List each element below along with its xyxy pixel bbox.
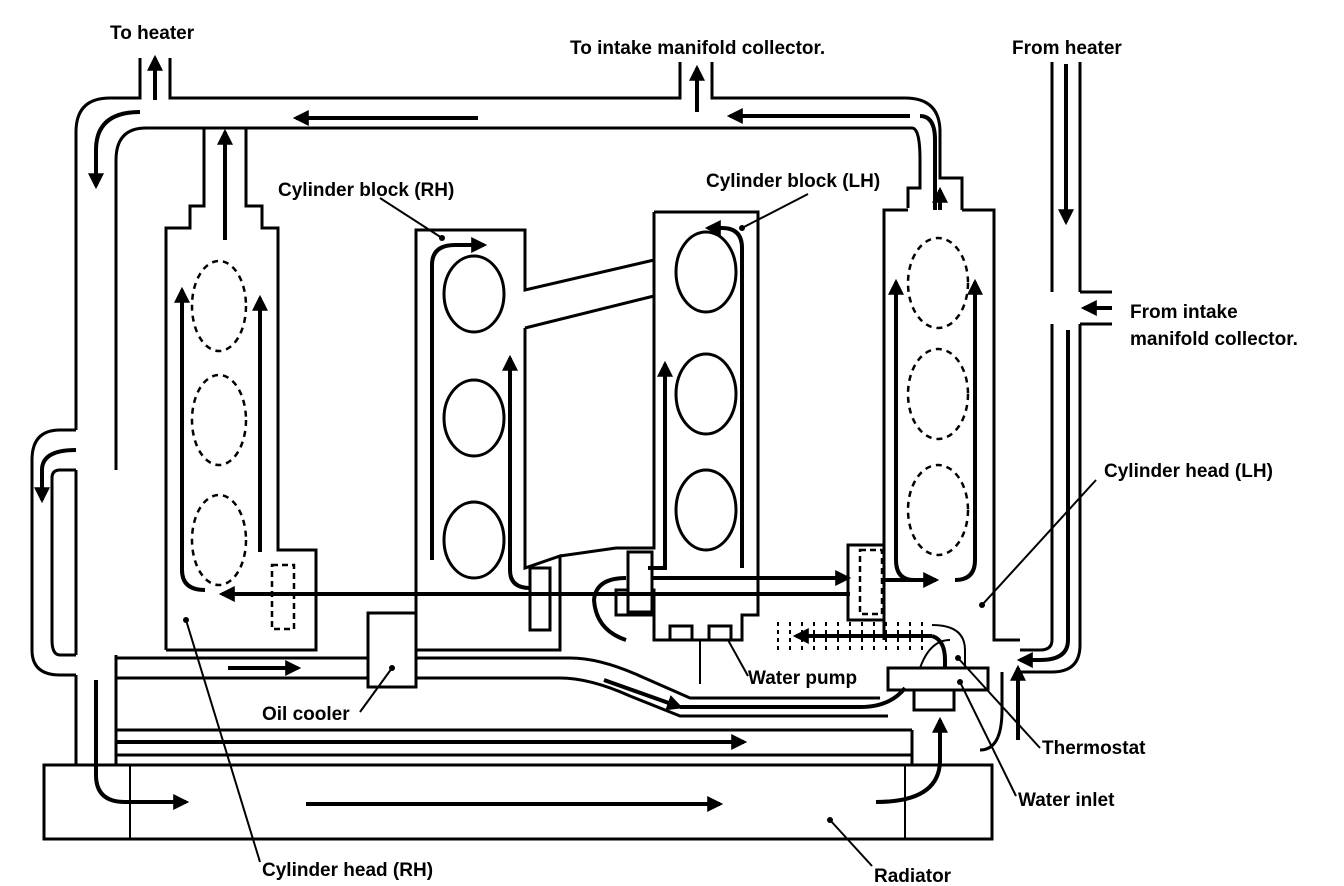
label-to-intake-manifold: To intake manifold collector.	[570, 38, 825, 59]
cylinder-head-rh	[164, 128, 318, 652]
label-cylinder-head-lh: Cylinder head (LH)	[1104, 461, 1273, 482]
label-from-heater: From heater	[1012, 38, 1122, 59]
label-radiator: Radiator	[874, 866, 952, 886]
label-water-pump: Water pump	[748, 668, 857, 689]
thermostat-housing	[777, 622, 990, 712]
cylinder-block-rh	[414, 228, 655, 652]
label-cylinder-head-rh: Cylinder head (RH)	[262, 860, 433, 881]
oil-cooler-body	[366, 611, 418, 689]
label-thermostat: Thermostat	[1042, 738, 1146, 759]
label-water-inlet: Water inlet	[1018, 790, 1115, 811]
radiator-body	[42, 730, 994, 841]
flow-arrows	[34, 54, 1112, 812]
label-cylinder-block-rh: Cylinder block (RH)	[278, 180, 454, 201]
cylinder-block-lh	[559, 210, 760, 684]
label-to-heater: To heater	[110, 23, 195, 44]
label-from-intake-line2: manifold collector.	[1130, 329, 1298, 350]
label-from-intake-line1: From intake	[1130, 302, 1238, 323]
cylinder-head-lh	[846, 208, 1020, 642]
label-cylinder-block-lh: Cylinder block (LH)	[706, 171, 880, 192]
label-leaders	[183, 193, 1097, 867]
outer-coolant-piping	[30, 58, 1112, 765]
label-oil-cooler: Oil cooler	[262, 704, 350, 725]
